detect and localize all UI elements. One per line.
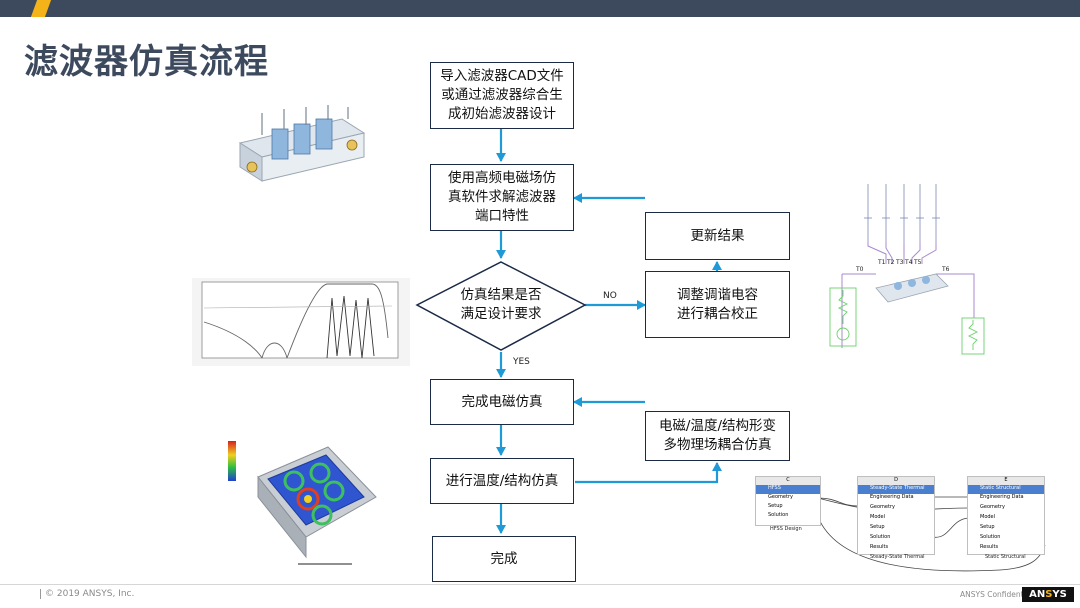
workbench-system-d: D Steady-State Thermal Engineering Data … xyxy=(857,476,935,555)
confidential-text: ANSYS Confidential xyxy=(960,590,1033,599)
s-parameter-plot xyxy=(192,278,410,366)
arrow-thermal-multiphysics xyxy=(575,462,722,484)
step-import-cad: 导入滤波器CAD文件 或通过滤波器综合生 成初始滤波器设计 xyxy=(430,62,574,129)
top-banner xyxy=(0,0,1080,17)
system-d-caption: Steady-State Thermal xyxy=(870,554,925,560)
port-t1: T1 xyxy=(877,259,886,266)
system-d-row-solution[interactable]: Solution xyxy=(870,534,891,540)
box-em-complete: 完成电磁仿真 xyxy=(430,379,574,425)
decision-text: 仿真结果是否 满足设计要求 xyxy=(460,287,542,322)
system-d-row-model[interactable]: Model xyxy=(870,514,886,520)
step-em-simulation: 使用高频电磁场仿 真软件求解滤波器 端口特性 xyxy=(430,164,574,231)
system-e-row-setup[interactable]: Setup xyxy=(980,524,995,530)
system-e-row-engineering-data[interactable]: Engineering Data xyxy=(980,494,1024,500)
port-t5: T5 xyxy=(913,259,922,266)
box-update-result: 更新结果 xyxy=(645,212,790,260)
filter-cad-illustration xyxy=(238,105,366,182)
logo-part-b: S xyxy=(1045,589,1053,600)
logo-part-a: AN xyxy=(1029,589,1046,600)
box-thermal-structural: 进行温度/结构仿真 xyxy=(430,458,574,504)
footer-divider xyxy=(0,584,1080,585)
box-finish: 完成 xyxy=(432,536,576,582)
thermal-result-illustration xyxy=(228,441,377,565)
system-d-row-geometry[interactable]: Geometry xyxy=(870,504,895,510)
port-t6: T6 xyxy=(941,266,950,273)
label-yes: YES xyxy=(513,357,530,367)
box-adjust-tuning: 调整调谐电容 进行耦合校正 xyxy=(645,271,790,338)
port-t2: T2 xyxy=(886,259,895,266)
decision-diamond xyxy=(415,261,587,351)
system-e-row-solution[interactable]: Solution xyxy=(980,534,1001,540)
system-c-title: HFSS xyxy=(756,485,820,494)
page-title: 滤波器仿真流程 xyxy=(24,42,269,82)
system-e-row-results[interactable]: Results xyxy=(980,544,999,550)
label-no: NO xyxy=(603,291,617,301)
workbench-system-c: C HFSS Geometry Setup Solution xyxy=(755,476,821,526)
box-multiphysics: 电磁/温度/结构形变 多物理场耦合仿真 xyxy=(645,411,790,461)
system-d-row-setup[interactable]: Setup xyxy=(870,524,885,530)
system-e-row-geometry[interactable]: Geometry xyxy=(980,504,1005,510)
system-e-letter: E xyxy=(968,477,1044,485)
system-d-letter: D xyxy=(858,477,934,485)
system-c-row-solution[interactable]: Solution xyxy=(768,512,789,518)
system-c-letter: C xyxy=(756,477,820,485)
system-d-row-engineering-data[interactable]: Engineering Data xyxy=(870,494,914,500)
port-t3: T3 xyxy=(895,259,904,266)
port-t0: T0 xyxy=(855,266,864,273)
system-d-row-results[interactable]: Results xyxy=(870,544,889,550)
logo-part-c: YS xyxy=(1052,589,1067,600)
port-t4: T4 xyxy=(904,259,913,266)
system-d-title: Steady-State Thermal xyxy=(858,485,934,494)
system-c-caption: HFSS Design xyxy=(770,526,802,532)
system-c-row-geometry[interactable]: Geometry xyxy=(768,494,793,500)
system-e-caption: Static Structural xyxy=(985,554,1026,560)
workbench-system-e: E Static Structural Engineering Data Geo… xyxy=(967,476,1045,555)
circuit-schematic: T1 T2 T3 T4 T5 T0 T6 xyxy=(829,184,985,355)
system-e-row-model[interactable]: Model xyxy=(980,514,996,520)
system-c-row-setup[interactable]: Setup xyxy=(768,503,783,509)
copyright-text: © 2019 ANSYS, Inc. xyxy=(40,589,134,599)
system-e-title: Static Structural xyxy=(968,485,1044,494)
ansys-logo: ANSYS xyxy=(1022,587,1074,602)
